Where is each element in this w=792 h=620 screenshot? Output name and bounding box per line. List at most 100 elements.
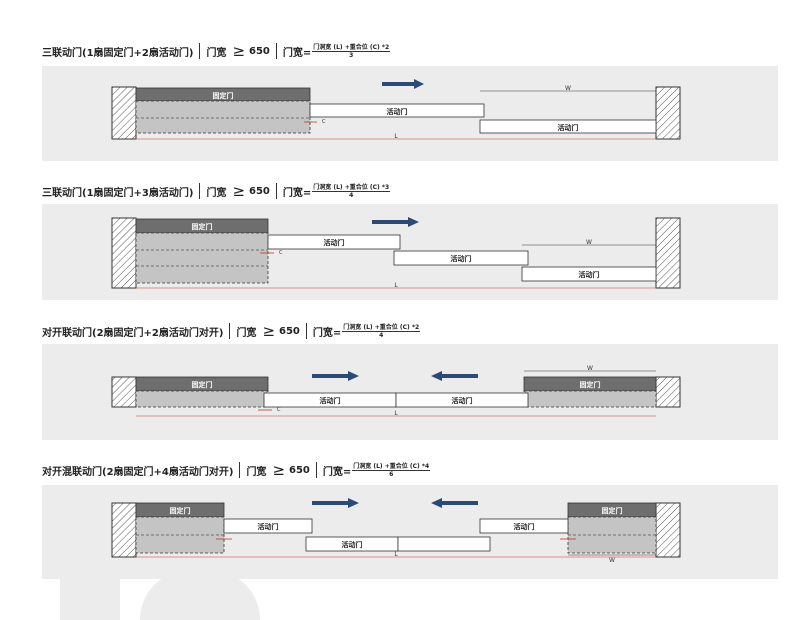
separator [315, 462, 317, 478]
sliding-door-label: 活动门 [451, 254, 472, 263]
fixed-door-shade-left [135, 390, 269, 408]
fixed-door-shade [135, 232, 269, 284]
sliding-door-label: 活动门 [342, 540, 363, 549]
dimension-w: W [586, 239, 592, 246]
gte-symbol: ≥ [272, 461, 286, 479]
direction-arrow-right [372, 217, 419, 227]
formula-fraction: 门洞宽 (L) +重合位 (C) *2 3 [312, 43, 391, 59]
formula-label: 门宽= [312, 327, 342, 339]
gte-symbol: ≥ [232, 182, 246, 200]
formula-denominator: 4 [349, 191, 354, 199]
min-width: 650 [289, 464, 310, 476]
fixed-door-label: 固定门 [192, 222, 213, 231]
separator [305, 323, 307, 339]
fixed-door-shade-right [523, 390, 657, 408]
sliding-door-label: 活动门 [452, 396, 473, 405]
sliding-door-2 [393, 250, 529, 266]
sliding-door-right [395, 392, 529, 408]
separator [229, 323, 231, 339]
fixed-door-shade-left [135, 516, 225, 554]
sliding-door-label: 活动门 [579, 270, 600, 279]
diagram-2-title: 三联动门(1扇固定门+3扇活动门) [42, 187, 194, 199]
formula-numerator: 门洞宽 (L) +重合位 (C) *4 [352, 462, 431, 471]
wall-left [111, 376, 137, 408]
fixed-door-label: 固定门 [602, 506, 623, 515]
dimension-l: L [394, 133, 398, 140]
diagram-2-panel: 固定门 活动门 活动门 活动门 W L C [42, 204, 778, 300]
diagram-1-drawing: 固定门 活动门 活动门 W L C [111, 79, 681, 140]
sliding-door-label: 活动门 [320, 396, 341, 405]
dimension-l: L [394, 551, 398, 558]
separator [239, 462, 241, 478]
width-label: 门宽 [206, 47, 227, 59]
dimension-l: L [394, 282, 398, 289]
dimension-l: L [394, 410, 398, 417]
diagram-4-title: 对开混联动门(2扇固定门+4扇活动门对开) [42, 466, 234, 478]
dimension-w: W [565, 85, 571, 92]
fixed-door-shade [135, 100, 311, 134]
dimension-c: C [322, 119, 326, 125]
sliding-door-label: 活动门 [558, 123, 579, 132]
separator [275, 43, 277, 59]
sliding-door-label: 活动门 [324, 238, 345, 247]
separator [275, 183, 277, 199]
diagram-1-panel: 固定门 活动门 活动门 W L C [42, 66, 778, 161]
diagram-3-heading: 对开联动门(2扇固定门+2扇活动门对开) 门宽 ≥ 650 门宽= 门洞宽 (L… [42, 322, 421, 340]
formula-label: 门宽= [322, 466, 352, 478]
dimension-c: C [277, 407, 281, 413]
formula-fraction: 门洞宽 (L) +重合位 (C) *2 4 [342, 323, 421, 339]
sliding-door-1 [267, 234, 401, 250]
wall-right [655, 502, 681, 558]
dimension-c: C [279, 250, 283, 256]
min-width: 650 [279, 325, 300, 337]
fixed-door-label: 固定门 [192, 380, 213, 389]
diagram-3-drawing: 固定门 固定门 活动门 活动门 W L C [111, 365, 681, 417]
formula-numerator: 门洞宽 (L) +重合位 (C) *3 [312, 183, 391, 192]
direction-arrow-right [382, 79, 424, 89]
diagram-4-panel: 固定门 固定门 活动门 活动门 活动门 L W [42, 485, 778, 579]
gte-symbol: ≥ [262, 322, 276, 340]
fixed-door-label: 固定门 [580, 380, 601, 389]
formula-denominator: 3 [349, 51, 354, 59]
fixed-door-label: 固定门 [170, 506, 191, 515]
wall-left [111, 86, 137, 140]
width-label: 门宽 [236, 327, 257, 339]
direction-arrow-left [431, 371, 478, 381]
sliding-door-3 [521, 266, 657, 282]
sliding-door-label: 活动门 [258, 522, 279, 531]
diagram-4-drawing: 固定门 固定门 活动门 活动门 活动门 L W [111, 498, 681, 564]
diagram-2-heading: 三联动门(1扇固定门+3扇活动门) 门宽 ≥ 650 门宽= 门洞宽 (L) +… [42, 182, 391, 200]
fixed-door-shade-right [567, 516, 657, 554]
diagram-3-panel: 固定门 固定门 活动门 活动门 W L C [42, 344, 778, 440]
diagram-3-title: 对开联动门(2扇固定门+2扇活动门对开) [42, 327, 224, 339]
sliding-door-1 [309, 103, 485, 118]
formula-fraction: 门洞宽 (L) +重合位 (C) *4 6 [352, 462, 431, 478]
dimension-w: W [609, 557, 615, 564]
formula-label: 门宽= [282, 47, 312, 59]
direction-arrow-left [431, 498, 478, 508]
dimension-w: W [587, 365, 593, 372]
sliding-door-label: 活动门 [387, 107, 408, 116]
gte-symbol: ≥ [232, 42, 246, 60]
formula-numerator: 门洞宽 (L) +重合位 (C) *2 [342, 323, 421, 332]
sliding-door-1 [223, 518, 313, 534]
diagram-4-heading: 对开混联动门(2扇固定门+4扇活动门对开) 门宽 ≥ 650 门宽= 门洞宽 (… [42, 461, 431, 479]
diagram-1-heading: 三联动门(1扇固定门+2扇活动门) 门宽 ≥ 650 门宽= 门洞宽 (L) +… [42, 42, 391, 60]
formula-fraction: 门洞宽 (L) +重合位 (C) *3 4 [312, 183, 391, 199]
direction-arrow-right [312, 498, 359, 508]
wall-left [111, 502, 137, 558]
separator [199, 183, 201, 199]
wall-right [655, 376, 681, 408]
formula-label: 门宽= [282, 187, 312, 199]
diagram-2-drawing: 固定门 活动门 活动门 活动门 W L C [111, 217, 681, 289]
width-label: 门宽 [206, 187, 227, 199]
sliding-door-label: 活动门 [514, 522, 535, 531]
sliding-door-4 [479, 518, 569, 534]
sliding-door-3 [397, 536, 491, 552]
width-label: 门宽 [246, 466, 267, 478]
min-width: 650 [249, 185, 270, 197]
min-width: 650 [249, 45, 270, 57]
formula-numerator: 门洞宽 (L) +重合位 (C) *2 [312, 43, 391, 52]
formula-denominator: 4 [379, 331, 384, 339]
wall-left [111, 217, 137, 289]
